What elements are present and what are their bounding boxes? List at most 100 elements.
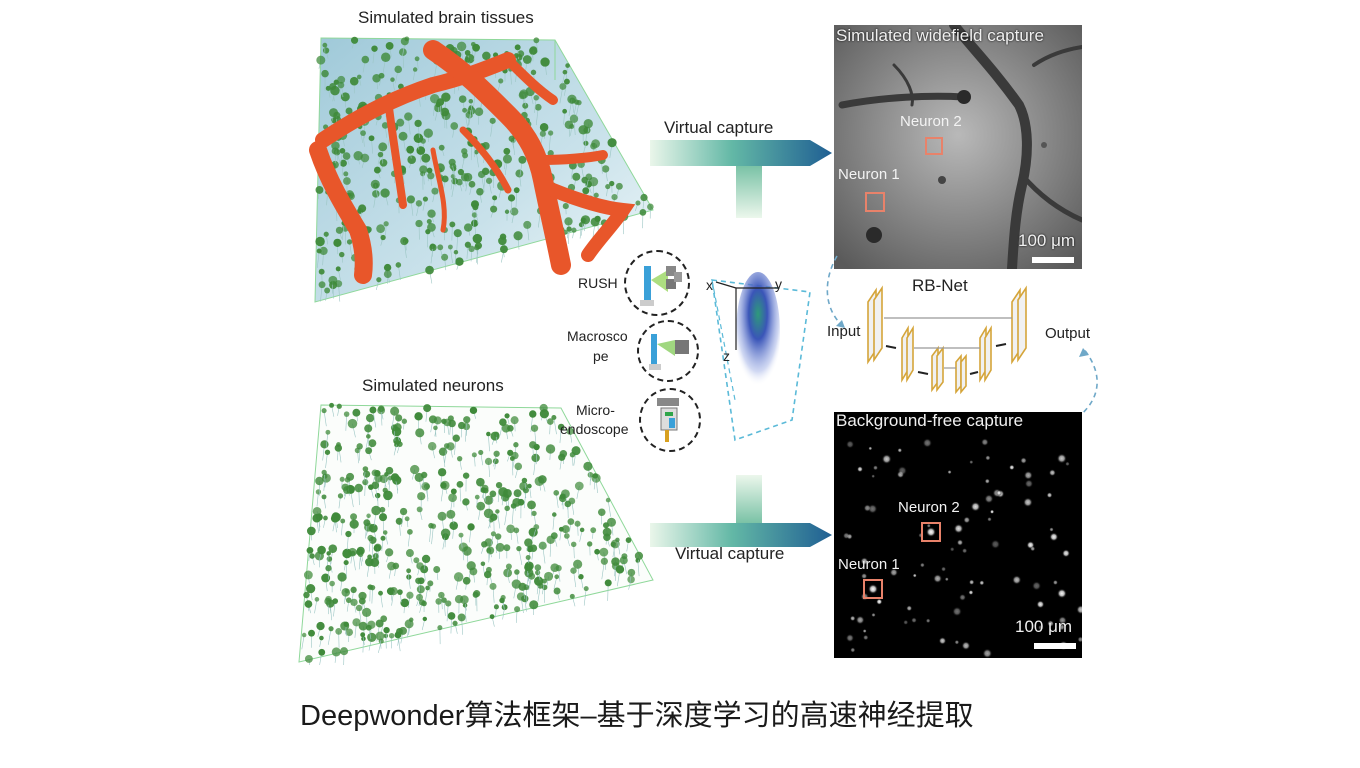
tissue-neuron	[562, 108, 568, 114]
tissue-neuron	[385, 41, 394, 50]
tissue-neuron	[337, 81, 345, 89]
neuron-soma	[364, 424, 373, 433]
neuron-soma	[367, 584, 373, 590]
neuron-soma	[462, 603, 468, 608]
tissue-neuron	[476, 187, 484, 196]
neuron-spot	[984, 494, 994, 504]
tissue-neuron	[530, 69, 537, 76]
neuron-soma	[453, 572, 464, 582]
neuron-soma	[587, 471, 594, 478]
neuron-soma	[564, 500, 572, 508]
neuron-soma	[366, 434, 371, 439]
neuron-soma	[440, 528, 451, 539]
tissue-neuron	[534, 103, 542, 111]
modality-micro-label-2: endoscope	[560, 421, 629, 437]
blood-vessel-network	[309, 40, 636, 284]
modality-macro-label-2: pe	[593, 348, 609, 364]
neuron-spot	[1058, 616, 1067, 625]
neuron-soma	[435, 598, 442, 605]
tissue-neuron	[337, 75, 346, 84]
neuron-soma	[558, 453, 566, 461]
modality-rush-label: RUSH	[578, 275, 618, 291]
neuron-soma	[529, 441, 537, 449]
neuron-spot	[969, 460, 974, 465]
neuron-soma	[456, 455, 463, 462]
neuron-soma	[458, 421, 466, 430]
neuron-soma	[448, 493, 457, 503]
tissue-neuron	[468, 180, 476, 188]
neuron-soma	[415, 577, 422, 584]
neuron-soma	[510, 503, 517, 509]
tissue-neuron	[416, 146, 426, 155]
neurite	[470, 101, 474, 116]
neurite	[325, 432, 329, 448]
bf-neuron1-box	[863, 579, 883, 599]
neuron-soma	[366, 513, 371, 519]
tissue-neuron	[564, 217, 573, 226]
tissue-neuron	[539, 130, 546, 137]
neuron-soma	[421, 554, 431, 564]
neuron-soma	[420, 471, 428, 479]
neuron-soma	[447, 612, 456, 620]
virtual-capture-bottom-label: Virtual capture	[675, 544, 785, 563]
neuron-soma	[321, 494, 327, 500]
neuron-soma	[371, 469, 379, 477]
neuron-soma	[480, 561, 486, 567]
neuron-soma	[441, 597, 447, 603]
neurite	[552, 514, 555, 530]
neuron-soma	[399, 507, 408, 516]
neuron-soma	[343, 411, 350, 417]
neuron-soma	[389, 587, 398, 596]
tissue-neuron	[582, 187, 590, 195]
neuron-soma	[383, 490, 393, 501]
neuron-soma	[514, 606, 521, 613]
neuron-spot	[845, 440, 855, 449]
neuron-spot	[1023, 497, 1033, 508]
tissue-neuron	[639, 209, 647, 216]
tissue-neuron	[380, 52, 391, 62]
neuron-spot	[889, 568, 898, 577]
tissue-neuron	[583, 140, 589, 146]
neuron-soma	[538, 475, 547, 484]
neuron-soma	[619, 556, 628, 565]
neurite	[510, 69, 512, 85]
neuron-soma	[344, 477, 351, 483]
neuron-soma	[324, 449, 331, 455]
widefield-neuron1-label: Neuron 1	[838, 166, 900, 183]
neuron-soma	[546, 418, 554, 425]
neurite	[444, 445, 448, 463]
neuron-soma	[365, 413, 375, 423]
tissue-neuron	[340, 92, 350, 102]
neuron-spot	[1009, 464, 1015, 471]
tissue-neuron	[489, 117, 496, 124]
tissue-neuron	[464, 49, 471, 56]
tissue-neuron	[331, 147, 339, 155]
neuron-soma	[579, 527, 585, 533]
neuron-soma	[566, 427, 574, 435]
widefield-image	[834, 25, 1082, 269]
neuron-spot	[1056, 453, 1067, 464]
neuron-soma	[382, 530, 388, 535]
neuron-soma	[530, 424, 539, 432]
tissue-neuron	[588, 176, 599, 187]
neuron-soma	[318, 648, 326, 656]
tissue-neuron	[615, 182, 623, 190]
tissue-neuron	[523, 220, 532, 229]
tissue-neuron	[431, 187, 439, 195]
tissue-neuron	[378, 72, 385, 79]
neurite	[607, 500, 611, 517]
tissue-neuron	[383, 221, 389, 227]
neurite	[511, 505, 514, 524]
neuron-spot	[1049, 532, 1059, 542]
neuron-soma	[390, 406, 400, 416]
tissue-neuron	[513, 231, 523, 241]
neuron-soma	[535, 570, 541, 576]
neuron-soma	[615, 565, 625, 574]
neuron-soma	[600, 557, 608, 565]
neuron-spot	[963, 516, 971, 524]
tissue-neuron	[440, 107, 450, 117]
tissue-neuron	[396, 118, 405, 127]
neuron-spot	[954, 639, 960, 645]
neuron-soma	[494, 533, 502, 540]
neuron-soma	[383, 633, 389, 639]
